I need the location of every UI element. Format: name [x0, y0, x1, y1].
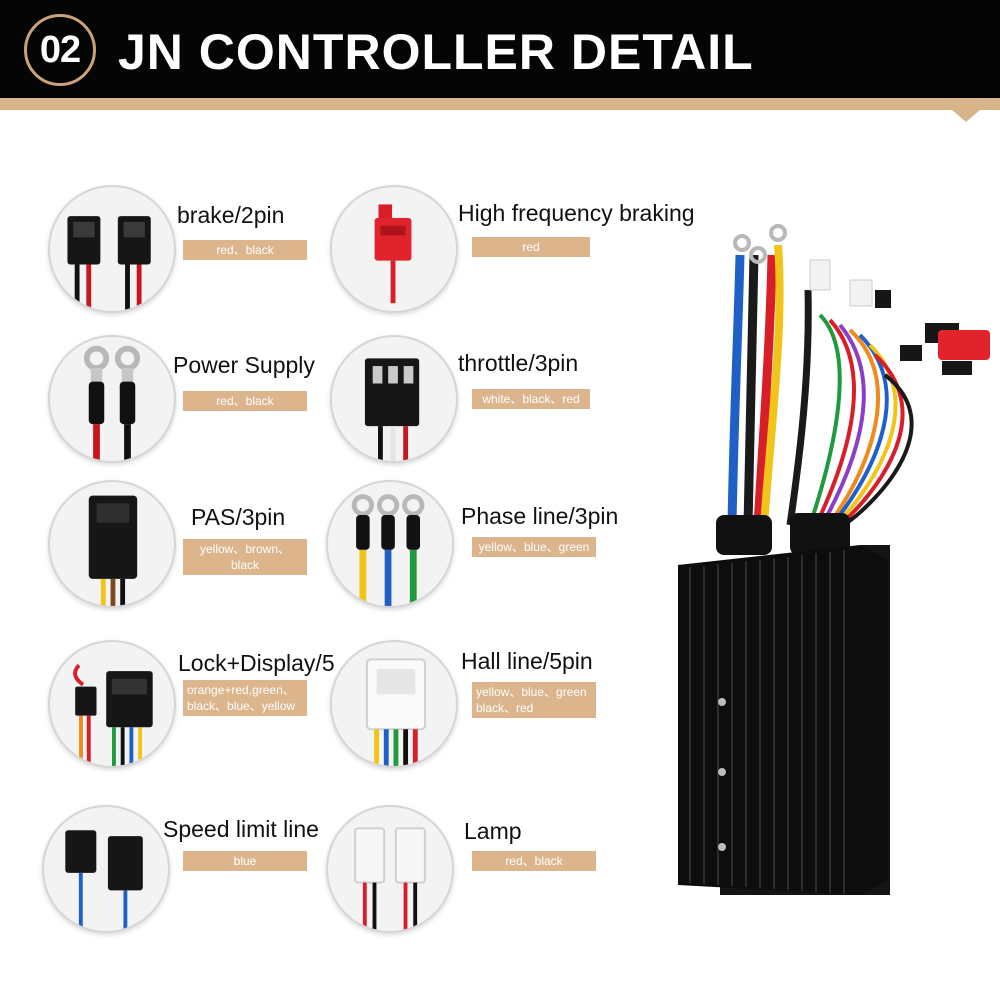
page-title: JN CONTROLLER DETAIL	[118, 24, 754, 80]
lock-display-connector-icon	[48, 640, 176, 768]
section-number-badge: 02	[24, 14, 96, 86]
hf-braking-label: High frequency braking	[458, 200, 695, 226]
speed-limit-connector-icon	[42, 805, 170, 933]
controller-product-image	[660, 215, 1000, 915]
section-number: 02	[30, 20, 90, 80]
throttle-connector-icon	[330, 335, 458, 463]
hf-braking-connector-icon	[330, 185, 458, 313]
throttle-wire-colors: white、black、red	[472, 389, 590, 409]
hall-line-wire-colors: yellow、blue、green black、red	[472, 682, 596, 718]
speed-limit-label: Speed limit line	[163, 816, 319, 842]
header-accent-notch	[952, 110, 980, 122]
brake-label: brake/2pin	[177, 202, 285, 228]
lamp-label: Lamp	[464, 818, 522, 844]
pas-wire-colors: yellow、brown、black	[183, 539, 307, 575]
throttle-label: throttle/3pin	[458, 350, 579, 376]
phase-terminal-icon	[326, 480, 454, 608]
pas-label: PAS/3pin	[191, 504, 286, 530]
lock-display-wire-colors: orange+red,green、black、blue、yellow	[183, 680, 307, 716]
speed-limit-wire-colors: blue	[183, 851, 307, 871]
lamp-wire-colors: red、black	[472, 851, 596, 871]
phase-line-wire-colors: yellow、blue、green	[472, 537, 596, 557]
lamp-connector-icon	[326, 805, 454, 933]
phase-line-label: Phase line/3pin	[461, 503, 619, 529]
brake-wire-colors: red、black	[183, 240, 307, 260]
lock-display-label: Lock+Display/5	[178, 650, 335, 676]
header-accent-strip	[0, 98, 1000, 110]
power-supply-label: Power Supply	[173, 352, 315, 378]
header-bar: 02 JN CONTROLLER DETAIL	[0, 0, 1000, 98]
pas-connector-icon	[48, 480, 176, 608]
power-supply-wire-colors: red、black	[183, 391, 307, 411]
brake-connector-icon	[48, 185, 176, 313]
power-supply-terminal-icon	[48, 335, 176, 463]
hf-braking-wire-colors: red	[472, 237, 590, 257]
hall-connector-icon	[330, 640, 458, 768]
hall-line-label: Hall line/5pin	[461, 648, 593, 674]
